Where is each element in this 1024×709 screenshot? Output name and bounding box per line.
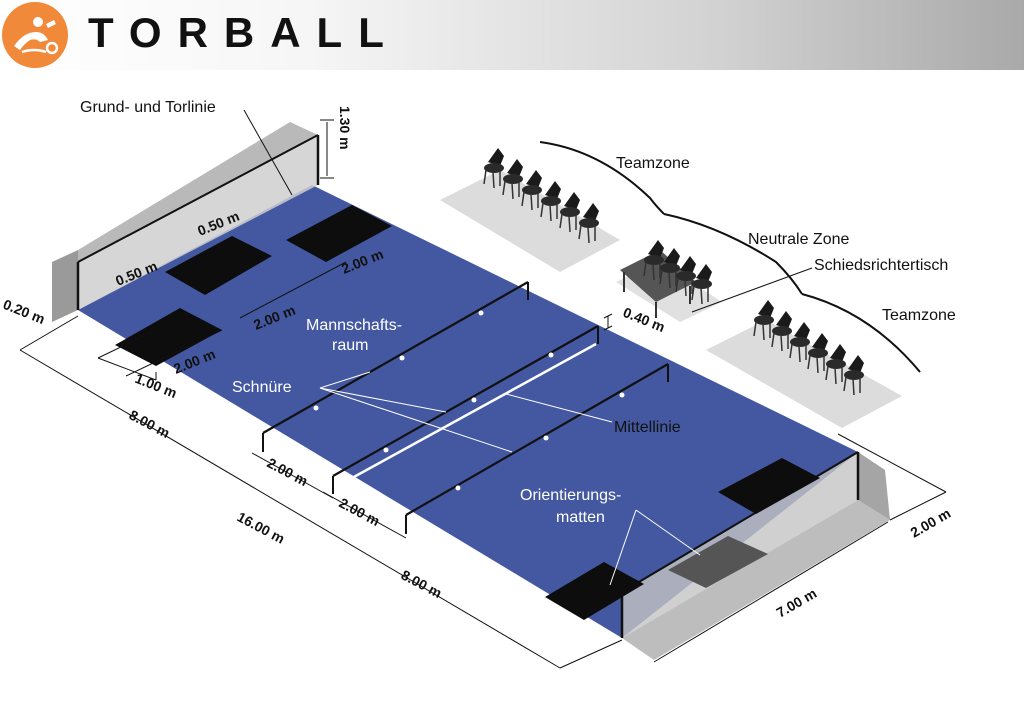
orientation-mat-front-left [545,562,644,620]
orientation-mat-back-right [286,205,392,262]
cord-bell [455,485,461,491]
goal-wall-back-top [78,122,318,262]
orientation-mat-front-center [668,536,768,588]
chair-icon [825,344,846,385]
cords-pointer [319,371,371,389]
mats-pointer [635,509,701,556]
cords-pointer [319,387,513,453]
chair-icon [807,333,828,374]
team-zone-top-label: Teamzone [616,155,690,172]
width-label: 7.00 m [774,585,820,621]
referee-table-label: Schiedsrichtertisch [814,257,948,274]
chair-icon [843,355,864,396]
cord-bell [471,397,477,403]
cord-2 [332,325,599,477]
header-bar: TORBALL [0,0,1024,70]
court-floor [78,185,858,638]
cord-spacing-label-1: 2.00 m [265,455,311,490]
referee-table-pointer [691,267,813,313]
chair-icon [540,181,561,222]
chair-icon [753,300,774,341]
length-total-label: 16.00 m [235,509,288,547]
chairs [483,148,864,396]
cord-bell [383,447,389,453]
neutral-zone-brace [663,213,803,295]
orientation-mats-label-2: matten [556,509,605,526]
torball-player-icon [2,2,68,68]
cords-label: Schnüre [232,379,292,396]
chair-icon [789,322,810,363]
cord-3 [405,363,669,516]
goal-height-label: 1.30 m [337,106,353,150]
orientation-mat-back-left [115,308,222,366]
team-zone-bottom-brace [801,293,921,373]
goal-frame-back-top [77,134,319,263]
goal-frame-front-top [621,451,859,593]
cord-bell [478,310,484,316]
orientation-mats-label: Orientierungs- [520,487,621,504]
team-room-label: Mannschafts- [306,317,402,334]
chair-icon [691,264,712,305]
goal-line-pointer [243,109,293,196]
team-room-label-2: raum [332,337,368,354]
chair-icon [659,248,680,289]
dimension-lines [19,119,947,669]
cord-1 [262,281,529,434]
chair-icon [521,170,542,211]
chair-icon [578,203,599,244]
orientation-mat-front-right [718,458,820,514]
team-zone-floor-top [440,170,620,272]
team-zone-top-brace [539,141,665,215]
chair-icon [483,148,504,189]
goal-wall-front-base [622,500,890,660]
cord-bell [619,392,625,398]
center-line-pointer [505,393,613,423]
chair-icon [675,256,696,297]
cord-bell [548,352,554,358]
half-length-label-1: 8.00 m [127,407,173,442]
goal-line-label: Grund- und Torlinie [80,99,216,116]
chair-icon [559,192,580,233]
line-offset-label: 0.20 m [1,296,47,327]
chair-icon [643,240,664,281]
team-zone-floor-bottom [706,320,902,428]
half-length-label-2: 8.00 m [399,567,445,602]
team-zone-bottom-label: Teamzone [882,307,956,324]
goal-wall-back [78,135,318,310]
cord-bell [313,405,319,411]
page-title: TORBALL [88,9,400,56]
goal-wall-front-side [858,452,890,520]
chair-icon [502,159,523,200]
chair-icon [771,311,792,352]
cord-spacing-label-2: 2.00 m [337,495,383,530]
side-zone-label: 2.00 m [908,505,954,541]
orientation-mat-back-center [165,236,272,295]
mats-pointer [609,509,637,586]
neutral-zone-label: Neutrale Zone [748,231,849,248]
center-line-label: Mittellinie [614,419,681,436]
goal-wall-back-side [52,250,78,322]
cords-pointer [319,387,447,413]
cord-bell [543,435,549,441]
cord-bell [399,355,405,361]
center-line [351,342,597,480]
